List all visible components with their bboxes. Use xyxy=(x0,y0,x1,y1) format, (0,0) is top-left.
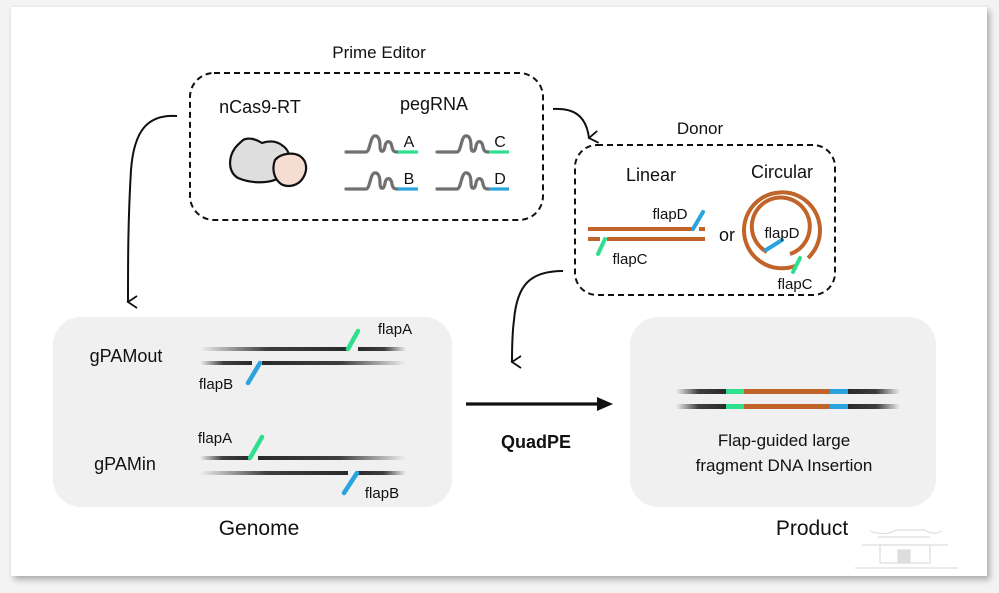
gpamin-flapa-label: flapA xyxy=(198,430,232,447)
pegrna-backbone xyxy=(435,134,491,154)
pegrna-letter: A xyxy=(404,134,415,151)
product-flap-blue-top xyxy=(830,389,848,394)
product-description-line2: fragment DNA Insertion xyxy=(696,456,873,475)
product-flap-green-bottom xyxy=(726,404,744,409)
gpamout-label: gPAMout xyxy=(90,346,163,366)
gpamin-dna: flapA flapB xyxy=(198,430,406,502)
genome-group: gPAMout gPAMin flapA flapB flapA flapB G… xyxy=(53,317,452,540)
gpamout-flapa-label: flapA xyxy=(378,321,412,338)
pegrna-d: D xyxy=(435,171,509,191)
linear-donor: flapD flapC xyxy=(588,206,705,268)
gpamout-top-strand-left xyxy=(200,347,348,351)
pegrna-backbone xyxy=(344,171,400,191)
pegrna-set: A C B D xyxy=(344,134,509,191)
circular-flapc-mark xyxy=(791,256,802,274)
product-description-line1: Flap-guided large xyxy=(718,431,850,450)
pegrna-c: C xyxy=(435,134,509,154)
product-genome-left-top xyxy=(676,389,726,394)
product-genome-right-top xyxy=(848,389,900,394)
pegrna-a: A xyxy=(344,134,418,154)
prime-editor-group: Prime Editor nCas9-RT pegRNA A C B D xyxy=(189,43,544,221)
pegrna-letter: B xyxy=(404,171,415,188)
product-group: Flap-guided large fragment DNA Insertion… xyxy=(630,317,936,540)
genome-caption: Genome xyxy=(219,517,300,540)
product-insert-bottom xyxy=(744,404,830,409)
gpamin-bottom-strand-right xyxy=(356,471,406,475)
watermark-building-icon xyxy=(855,529,958,569)
pegrna-b: B xyxy=(344,171,418,191)
quadpe-reaction: QuadPE xyxy=(466,397,613,452)
gpamout-flapb-mark xyxy=(245,360,263,386)
linear-flapc-mark xyxy=(596,237,607,256)
product-genome-left-bottom xyxy=(676,404,726,409)
product-flap-green-top xyxy=(726,389,744,394)
circular-flapc-label: flapC xyxy=(777,276,812,293)
pegrna-backbone xyxy=(435,171,491,191)
gpamout-dna: flapA flapB xyxy=(199,321,412,393)
gpamin-top-strand-right xyxy=(258,456,406,460)
gpamout-bottom-strand-left xyxy=(200,361,252,365)
pegrna-letter: C xyxy=(494,134,506,151)
ncas9-rt-label: nCas9-RT xyxy=(219,97,301,117)
gpamout-bottom-strand-right xyxy=(262,361,406,365)
product-panel xyxy=(630,317,936,507)
or-label: or xyxy=(719,225,735,245)
circular-donor: flapD flapC xyxy=(742,190,822,293)
circular-donor-inner-strand xyxy=(749,195,812,256)
product-caption: Product xyxy=(776,517,849,540)
product-insert-top xyxy=(744,389,830,394)
circular-donor-outer-strand xyxy=(742,190,822,271)
gpamout-flapa-mark xyxy=(345,328,361,352)
gpamin-bottom-strand-left xyxy=(200,471,348,475)
ncas9-rt-protein-icon xyxy=(229,137,308,188)
gpamin-top-strand-left xyxy=(200,456,250,460)
gpamin-label: gPAMin xyxy=(94,454,156,474)
linear-flapd-label: flapD xyxy=(652,206,687,223)
gpamin-flapb-label: flapB xyxy=(365,485,399,502)
gpamin-flapa-mark xyxy=(247,434,265,461)
linear-flapc-label: flapC xyxy=(612,251,647,268)
arrow-editor-to-donor xyxy=(552,107,600,144)
arrow-editor-to-genome xyxy=(126,114,178,309)
product-genome-right-bottom xyxy=(848,404,900,409)
pegrna-backbone xyxy=(344,134,400,154)
gpamout-flapb-label: flapB xyxy=(199,376,233,393)
gpamout-top-strand-right xyxy=(358,347,406,351)
product-dna xyxy=(676,389,900,409)
linear-label: Linear xyxy=(626,165,676,185)
product-flap-blue-bottom xyxy=(830,404,848,409)
gpamin-flapb-mark xyxy=(341,470,360,496)
pegrna-letter: D xyxy=(494,171,506,188)
circular-label: Circular xyxy=(751,162,813,182)
pegrna-label: pegRNA xyxy=(400,94,468,114)
prime-editor-title: Prime Editor xyxy=(332,43,426,62)
arrow-donor-to-reaction xyxy=(510,270,564,369)
reaction-arrow-head-icon xyxy=(597,397,613,411)
quadpe-label: QuadPE xyxy=(501,432,571,452)
circular-flapd-label: flapD xyxy=(764,225,799,242)
linear-flapd-mark xyxy=(691,210,705,231)
prime-editor-dashed-box xyxy=(189,72,544,221)
donor-title: Donor xyxy=(677,119,724,138)
donor-group: Donor Linear Circular or flapD flapC fla… xyxy=(574,119,836,296)
circular-flapd-mark xyxy=(764,238,784,252)
donor-dashed-box xyxy=(574,144,836,296)
